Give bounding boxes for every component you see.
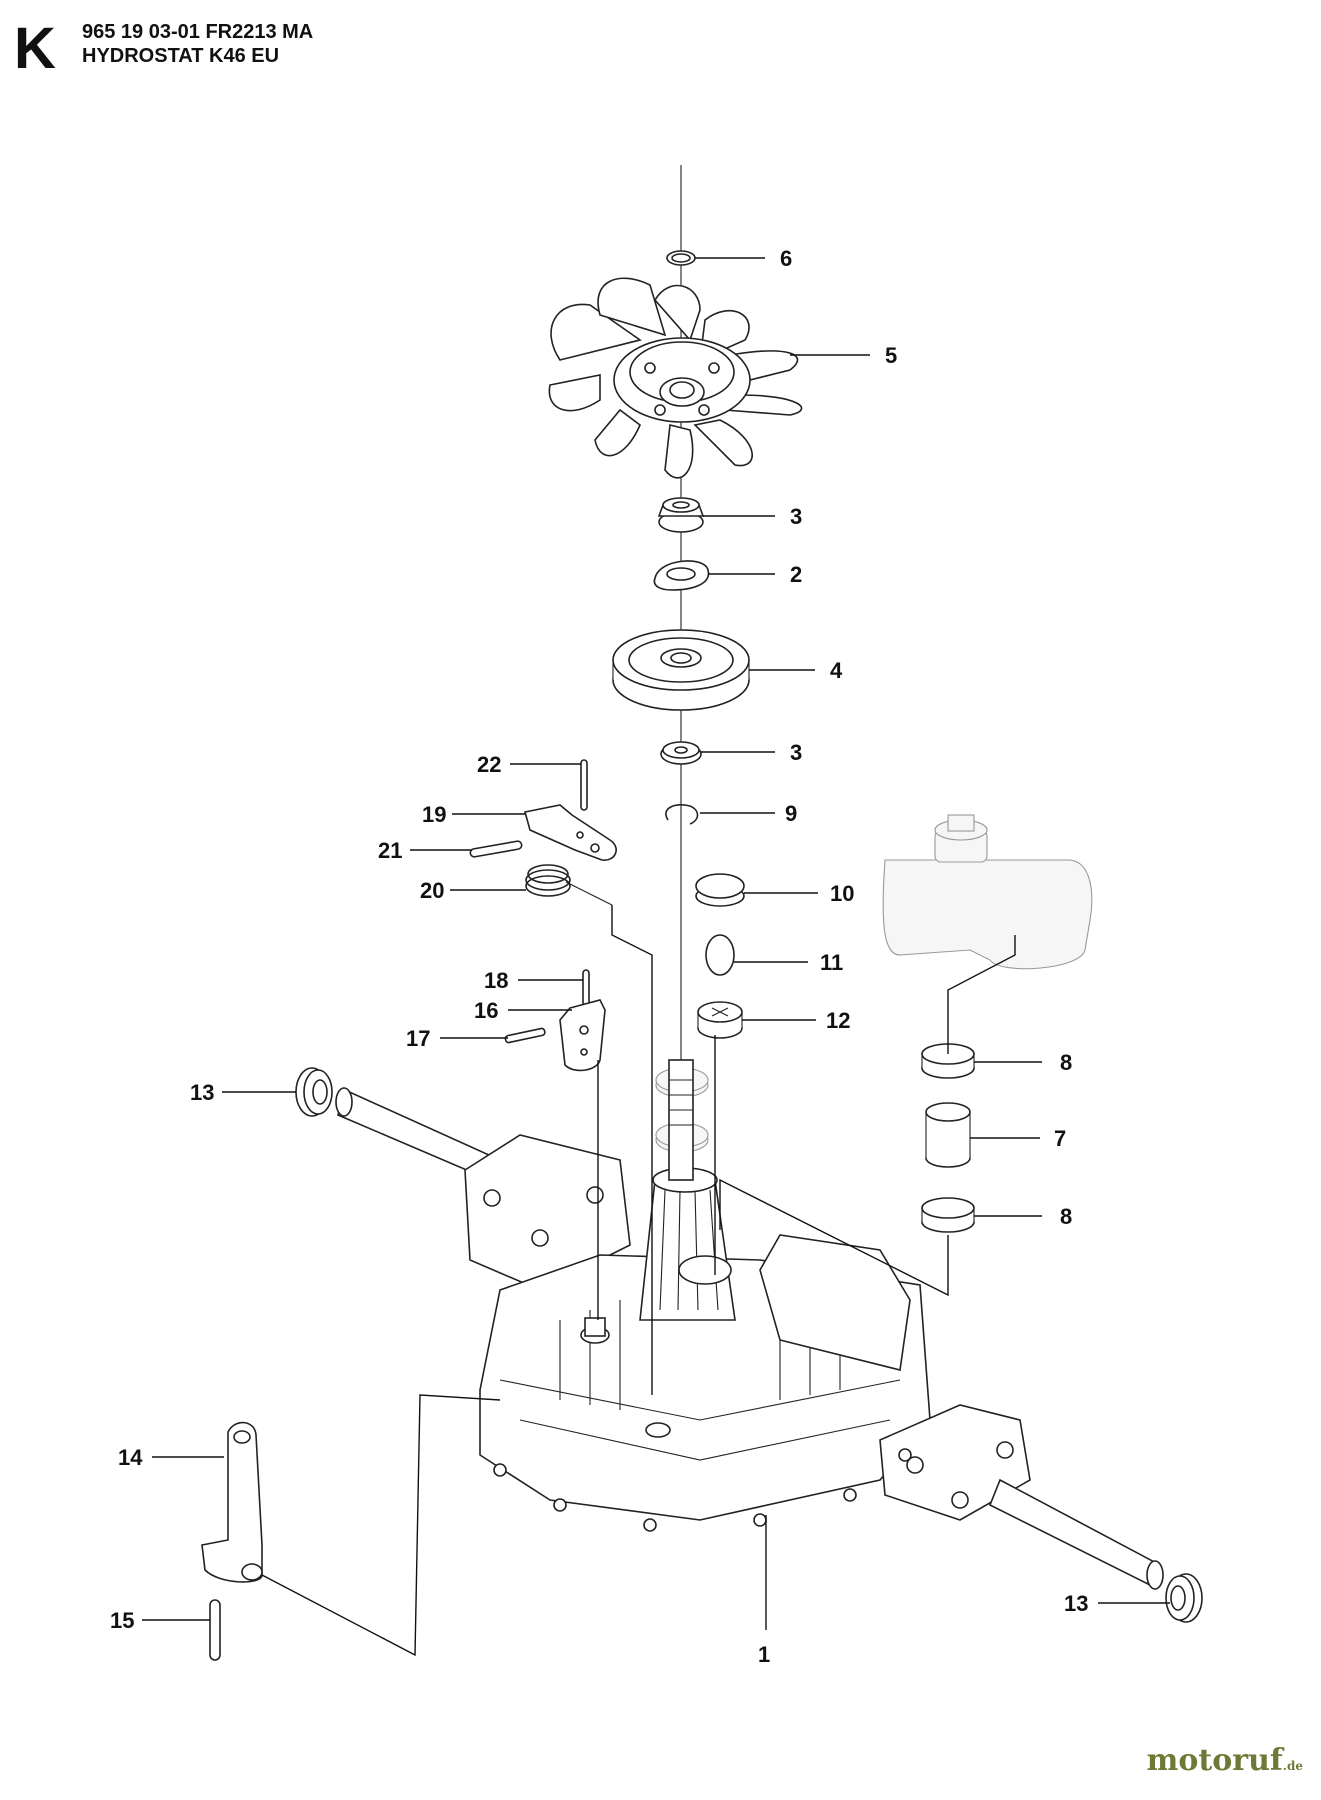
part-3-spacer-lower[interactable] xyxy=(660,741,702,765)
callout-9[interactable]: 9 xyxy=(785,801,797,826)
part-14-bypass-lever[interactable] xyxy=(201,1421,263,1583)
part-22-pin[interactable] xyxy=(580,759,588,811)
oil-expansion-tank xyxy=(882,814,1093,970)
part-20-spring[interactable] xyxy=(525,864,613,906)
assembly-title: HYDROSTAT K46 EU xyxy=(82,45,280,67)
part-1-transaxle-housing[interactable] xyxy=(335,1059,1164,1590)
section-letter: K xyxy=(14,16,56,81)
part-3-hex-nut-upper[interactable] xyxy=(657,497,705,533)
callout-11[interactable]: 11 xyxy=(820,950,843,975)
watermark-suffix: .de xyxy=(1282,1759,1303,1773)
callout-22[interactable]: 22 xyxy=(477,752,501,777)
callout-8-upper[interactable]: 8 xyxy=(1060,1050,1072,1075)
callout-18[interactable]: 18 xyxy=(484,968,508,993)
callout-13-right[interactable]: 13 xyxy=(1064,1591,1088,1616)
part-18-pin[interactable] xyxy=(582,969,590,1007)
part-12-coupling[interactable] xyxy=(697,1001,743,1039)
callout-17[interactable]: 17 xyxy=(406,1026,430,1051)
part-number-title: 965 19 03-01 FR2213 MA xyxy=(82,21,314,43)
callout-4[interactable]: 4 xyxy=(830,658,843,683)
part-6-retaining-ring[interactable] xyxy=(666,250,696,266)
callout-3-upper[interactable]: 3 xyxy=(790,504,802,529)
callout-16[interactable]: 16 xyxy=(474,998,498,1023)
callout-21[interactable]: 21 xyxy=(378,838,402,863)
callout-leaders xyxy=(142,257,1170,1630)
callout-20[interactable]: 20 xyxy=(420,878,444,903)
part-19-control-arm-upper[interactable] xyxy=(523,804,617,861)
callout-7[interactable]: 7 xyxy=(1054,1126,1066,1151)
callout-1[interactable]: 1 xyxy=(758,1642,770,1667)
part-11-disc[interactable] xyxy=(705,934,735,976)
part-13-axle-seal-left[interactable] xyxy=(295,1067,333,1117)
part-8-hose-clamp-lower[interactable] xyxy=(921,1197,975,1233)
callout-3-lower[interactable]: 3 xyxy=(790,740,802,765)
callout-5[interactable]: 5 xyxy=(885,343,897,368)
part-5-cooling-fan[interactable] xyxy=(548,277,803,479)
part-10-plug-cap[interactable] xyxy=(695,873,745,907)
callout-14[interactable]: 14 xyxy=(118,1445,143,1470)
callout-13-left[interactable]: 13 xyxy=(190,1080,214,1105)
part-21-pin[interactable] xyxy=(469,840,523,858)
part-16-control-arm-lower[interactable] xyxy=(559,999,606,1072)
callout-labels: 6 5 3 2 4 3 9 22 19 21 20 10 11 18 16 17… xyxy=(110,246,1088,1667)
part-2-washer[interactable] xyxy=(653,560,710,591)
callout-19[interactable]: 19 xyxy=(422,802,446,827)
motoruf-watermark: motoruf.de xyxy=(1147,1743,1303,1778)
part-15-roll-pin[interactable] xyxy=(209,1599,221,1661)
part-4-drive-pulley[interactable] xyxy=(612,629,750,711)
watermark-brand: motoruf xyxy=(1146,1743,1283,1778)
callout-8-lower[interactable]: 8 xyxy=(1060,1204,1072,1229)
callout-6[interactable]: 6 xyxy=(780,246,792,271)
callout-12[interactable]: 12 xyxy=(826,1008,850,1033)
callout-2[interactable]: 2 xyxy=(790,562,802,587)
part-7-hose[interactable] xyxy=(925,1102,971,1168)
assembly-paths xyxy=(261,905,1016,1657)
callout-15[interactable]: 15 xyxy=(110,1608,134,1633)
callout-10[interactable]: 10 xyxy=(830,881,854,906)
part-13-axle-seal-right[interactable] xyxy=(1165,1573,1203,1623)
part-17-pin[interactable] xyxy=(504,1027,546,1044)
part-9-e-clip[interactable] xyxy=(665,804,699,825)
